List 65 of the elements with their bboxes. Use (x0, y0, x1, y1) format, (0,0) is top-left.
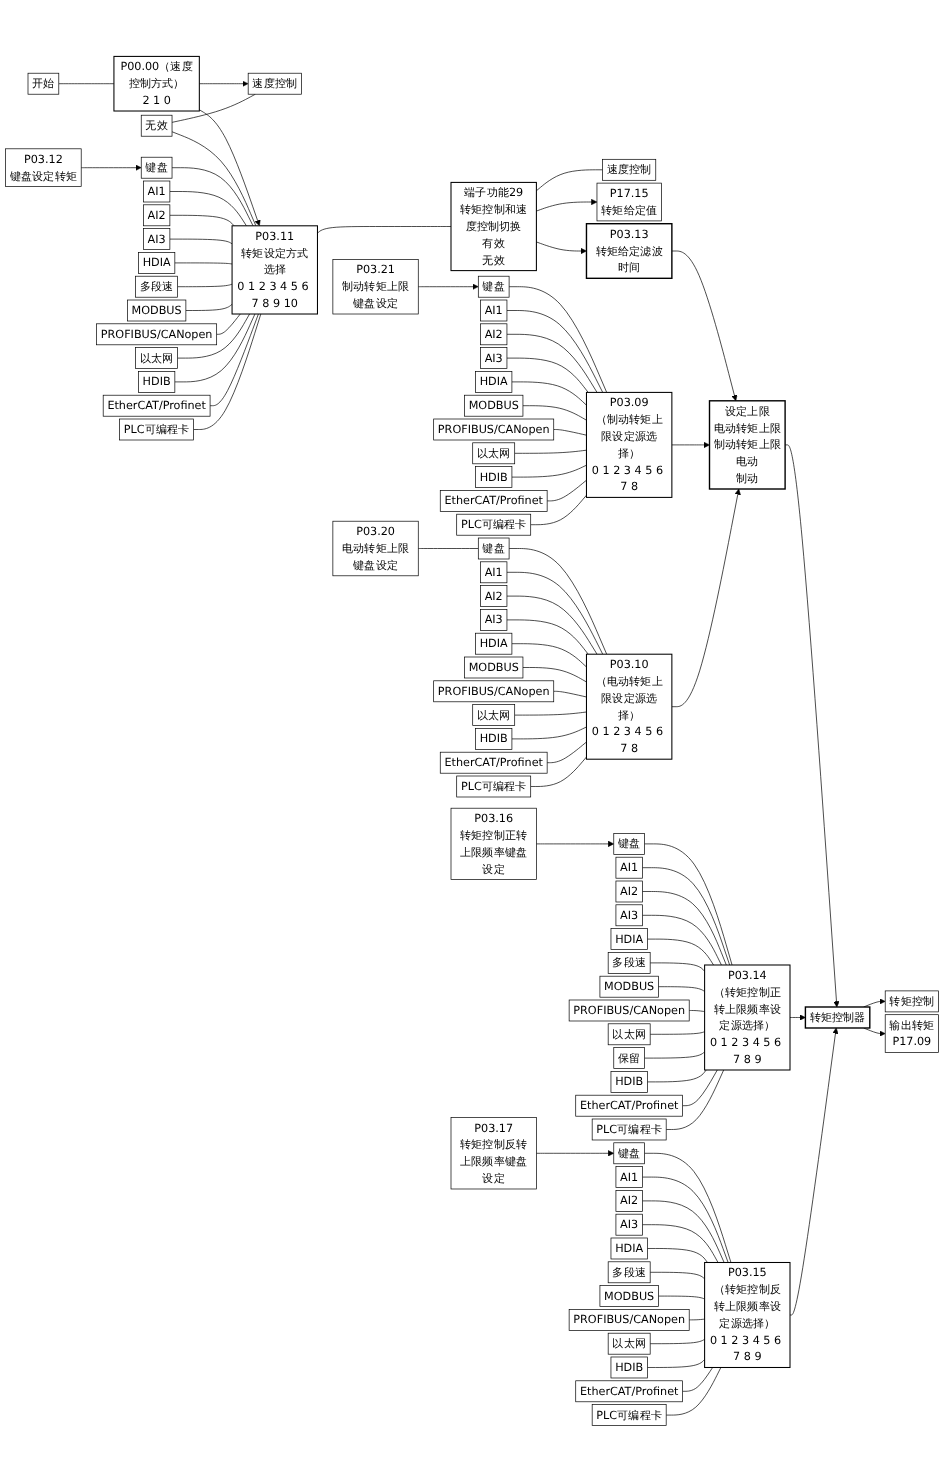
connector (171, 167, 254, 227)
connector (514, 449, 587, 454)
connector (665, 1069, 725, 1130)
connector (644, 843, 733, 966)
connector (642, 867, 730, 966)
connector (642, 1176, 729, 1263)
connector (506, 357, 589, 393)
connector (185, 303, 233, 311)
connector (647, 1248, 708, 1263)
connector (169, 191, 247, 227)
connector (511, 643, 587, 668)
connector (209, 313, 259, 407)
connector (530, 756, 587, 787)
connector (647, 938, 714, 966)
connector (553, 690, 587, 698)
connector (511, 381, 587, 406)
connector (317, 226, 452, 234)
connector (522, 667, 587, 683)
connector (174, 313, 256, 383)
connector (658, 1295, 705, 1300)
connector (536, 169, 603, 192)
connector (177, 313, 250, 359)
connector (642, 891, 727, 966)
connector (644, 1051, 705, 1059)
connector (511, 464, 587, 478)
connector (647, 1359, 705, 1368)
connector (171, 93, 256, 123)
connector (417, 548, 479, 549)
connector (58, 83, 115, 85)
connector (506, 571, 604, 655)
connector (169, 214, 235, 227)
connector (665, 1367, 722, 1416)
connector (546, 741, 587, 764)
connector (216, 313, 241, 335)
connector (508, 548, 608, 655)
connector (177, 283, 233, 288)
connector (546, 479, 587, 502)
connector (642, 1224, 719, 1263)
connector (514, 711, 587, 716)
connector (553, 429, 587, 436)
connector (682, 1367, 713, 1392)
connector (688, 1318, 705, 1321)
connector (688, 1010, 705, 1012)
connector (506, 595, 598, 655)
connector (642, 1200, 725, 1263)
connector (193, 313, 262, 430)
connector (522, 405, 587, 421)
connector (174, 262, 233, 265)
connector (169, 238, 233, 245)
connector (658, 986, 705, 992)
connector (682, 1069, 718, 1107)
connector (642, 914, 722, 966)
connector (530, 494, 587, 526)
connector (506, 310, 604, 393)
connector (649, 1271, 705, 1280)
connector (649, 1031, 705, 1035)
connector (647, 1069, 707, 1083)
connector (649, 1338, 705, 1345)
connector (644, 1152, 732, 1263)
connector (508, 286, 608, 393)
connector (506, 619, 589, 655)
connector (171, 131, 257, 227)
connector (649, 962, 705, 972)
connector (511, 726, 587, 740)
connector (506, 333, 598, 393)
